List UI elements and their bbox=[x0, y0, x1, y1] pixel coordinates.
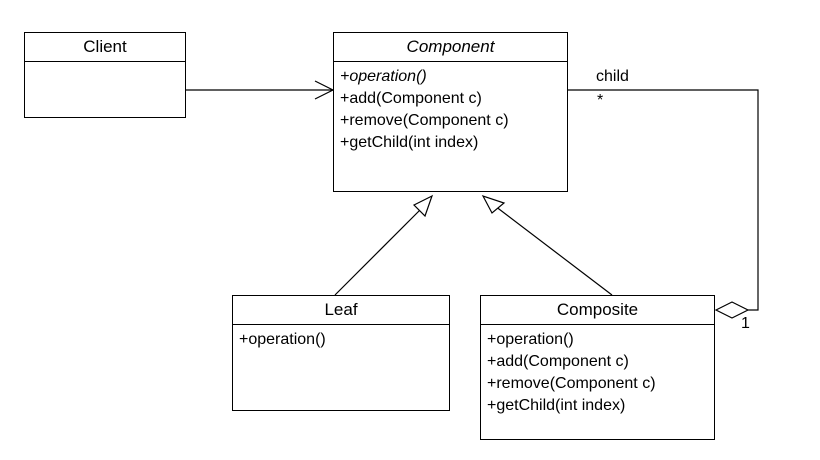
leaf-generalization-triangle bbox=[412, 194, 434, 218]
class-composite-operations: +operation() +add(Component c) +remove(C… bbox=[481, 325, 714, 439]
aggregation-diamond bbox=[714, 301, 750, 319]
operation-item: +remove(Component c) bbox=[340, 112, 509, 129]
operation-item: +remove(Component c) bbox=[487, 375, 656, 392]
class-client[interactable]: Client bbox=[24, 32, 186, 118]
operation-item: +add(Component c) bbox=[340, 90, 482, 107]
operation-item: +operation() bbox=[239, 331, 326, 348]
class-component-operations: +operation() +add(Component c) +remove(C… bbox=[334, 62, 567, 191]
class-client-operations bbox=[25, 62, 185, 117]
class-composite-name: Composite bbox=[481, 296, 714, 325]
operation-item: +operation() bbox=[487, 331, 574, 348]
aggregation-role-label: child bbox=[596, 68, 629, 85]
operation-item: +operation() bbox=[340, 68, 427, 85]
aggregation-multiplicity-composite: 1 bbox=[741, 315, 750, 332]
operation-item: +getChild(int index) bbox=[340, 134, 479, 151]
operation-item: +add(Component c) bbox=[487, 353, 629, 370]
class-component-name: Component bbox=[334, 33, 567, 62]
class-composite[interactable]: Composite +operation() +add(Component c)… bbox=[480, 295, 715, 440]
composite-generalization-triangle bbox=[481, 194, 506, 214]
composite-generalization-line bbox=[494, 205, 613, 296]
leaf-generalization-line bbox=[334, 205, 425, 296]
operation-item: +getChild(int index) bbox=[487, 397, 626, 414]
class-client-name: Client bbox=[25, 33, 185, 62]
class-leaf-operations: +operation() bbox=[233, 325, 449, 410]
aggregation-line bbox=[568, 89, 759, 311]
class-component[interactable]: Component +operation() +add(Component c)… bbox=[333, 32, 568, 192]
class-leaf[interactable]: Leaf +operation() bbox=[232, 295, 450, 411]
class-leaf-name: Leaf bbox=[233, 296, 449, 325]
aggregation-multiplicity-component: * bbox=[597, 92, 604, 109]
